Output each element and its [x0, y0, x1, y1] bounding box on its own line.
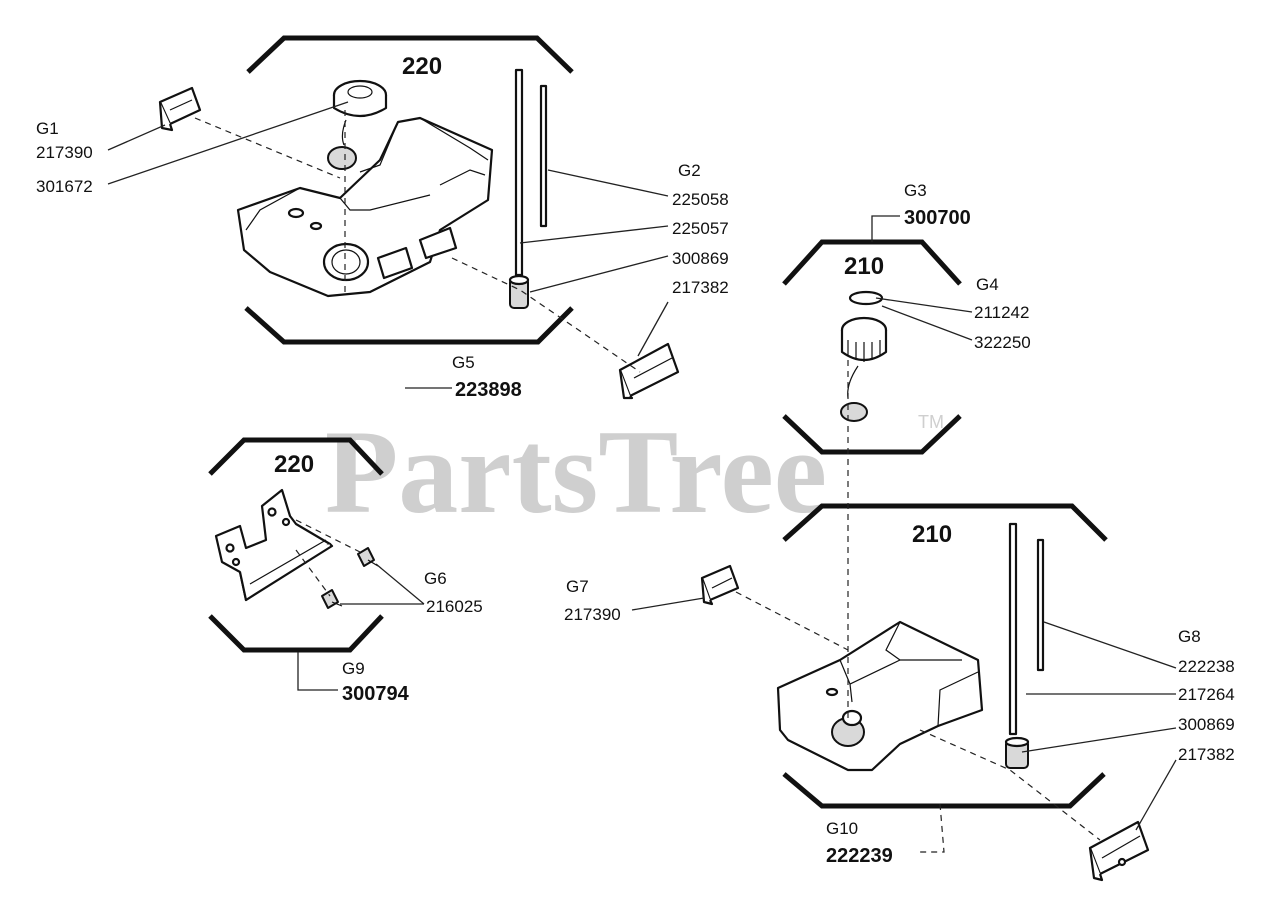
screw-part[interactable] — [321, 589, 343, 609]
fuel-line-part[interactable] — [1008, 522, 1045, 736]
callout-g1-part-1[interactable]: 217390 — [36, 143, 93, 162]
clip-bracket-part[interactable] — [700, 564, 740, 606]
bracket-bottom — [208, 614, 384, 653]
callout-g4-part-2[interactable]: 322250 — [974, 333, 1031, 352]
fuel-cap-part[interactable] — [327, 79, 388, 170]
callout-g6-part[interactable]: 216025 — [426, 597, 483, 616]
clip-bracket-part[interactable] — [158, 86, 202, 132]
callout-g3-part[interactable]: 300700 — [904, 207, 971, 229]
callout-g6-code: G6 — [424, 569, 447, 588]
model-label: 220 — [402, 53, 442, 80]
fuel-line-part[interactable] — [514, 68, 548, 277]
callout-g1-part-2[interactable]: 301672 — [36, 177, 93, 196]
callout-g2-part-3[interactable]: 300869 — [672, 249, 729, 268]
callout-g4-code: G4 — [976, 275, 999, 294]
group-right-bottom: 210 — [631, 360, 1177, 882]
model-label: 220 — [274, 451, 314, 478]
callout-g10-part[interactable]: 222239 — [826, 845, 893, 867]
group-mid-left: 220 — [208, 437, 425, 691]
assembly-path — [451, 257, 641, 373]
fuel-tank-part[interactable] — [236, 116, 494, 298]
bracket-bottom — [244, 306, 574, 345]
callout-g2-part-2[interactable]: 225057 — [672, 219, 729, 238]
assembly-path — [295, 519, 361, 553]
callout-g7-code: G7 — [566, 577, 589, 596]
fuel-tank-part[interactable] — [776, 620, 984, 772]
callout-g8-part-4[interactable]: 217382 — [1178, 745, 1235, 764]
callout-g2-part-4[interactable]: 217382 — [672, 278, 729, 297]
callout-g8-part-1[interactable]: 222238 — [1178, 657, 1235, 676]
screw-part[interactable] — [357, 547, 379, 567]
watermark-brand: PartsTree — [325, 405, 827, 538]
bracket-bottom — [782, 772, 1106, 809]
callout-g1-code: G1 — [36, 119, 59, 138]
bracket-bottom — [782, 414, 962, 455]
watermark-trademark: TM — [918, 412, 944, 432]
callout-g9-part[interactable]: 300794 — [342, 683, 410, 705]
assembly-path — [735, 591, 849, 651]
callout-g9-code: G9 — [342, 659, 365, 678]
mounting-bracket-part[interactable] — [214, 488, 334, 602]
callout-g7-part[interactable]: 217390 — [564, 605, 621, 624]
bracket-top — [208, 437, 384, 476]
callout-g4-part-1[interactable]: 211242 — [974, 303, 1029, 322]
callout-g5-part[interactable]: 223898 — [455, 379, 522, 401]
callout-g2-part-1[interactable]: 225058 — [672, 190, 729, 209]
assembly-path — [194, 117, 341, 179]
clip-bracket-lower-part[interactable] — [618, 342, 680, 400]
callout-g8-code: G8 — [1178, 627, 1201, 646]
callout-g8-part-3[interactable]: 300869 — [1178, 715, 1235, 734]
fuel-filter-part[interactable] — [1004, 736, 1030, 769]
vent-gasket-part[interactable] — [848, 290, 884, 306]
model-label: 210 — [912, 521, 952, 548]
group-top-left: 220 — [107, 35, 680, 400]
model-label: 210 — [844, 253, 884, 280]
assembly-path — [920, 803, 945, 853]
callout-g3-code: G3 — [904, 181, 927, 200]
callout-g10-code: G10 — [826, 819, 858, 838]
callout-g2-code: G2 — [678, 161, 701, 180]
bracket-top — [246, 35, 574, 74]
group-right-top: 210 — [782, 215, 973, 455]
assembly-path — [295, 549, 331, 597]
clip-bracket-lower-part[interactable] — [1088, 820, 1150, 882]
bracket-top — [782, 503, 1108, 542]
fuel-filter-part[interactable] — [508, 274, 530, 309]
callout-g5-code: G5 — [452, 353, 475, 372]
callout-g8-part-2[interactable]: 217264 — [1178, 685, 1235, 704]
